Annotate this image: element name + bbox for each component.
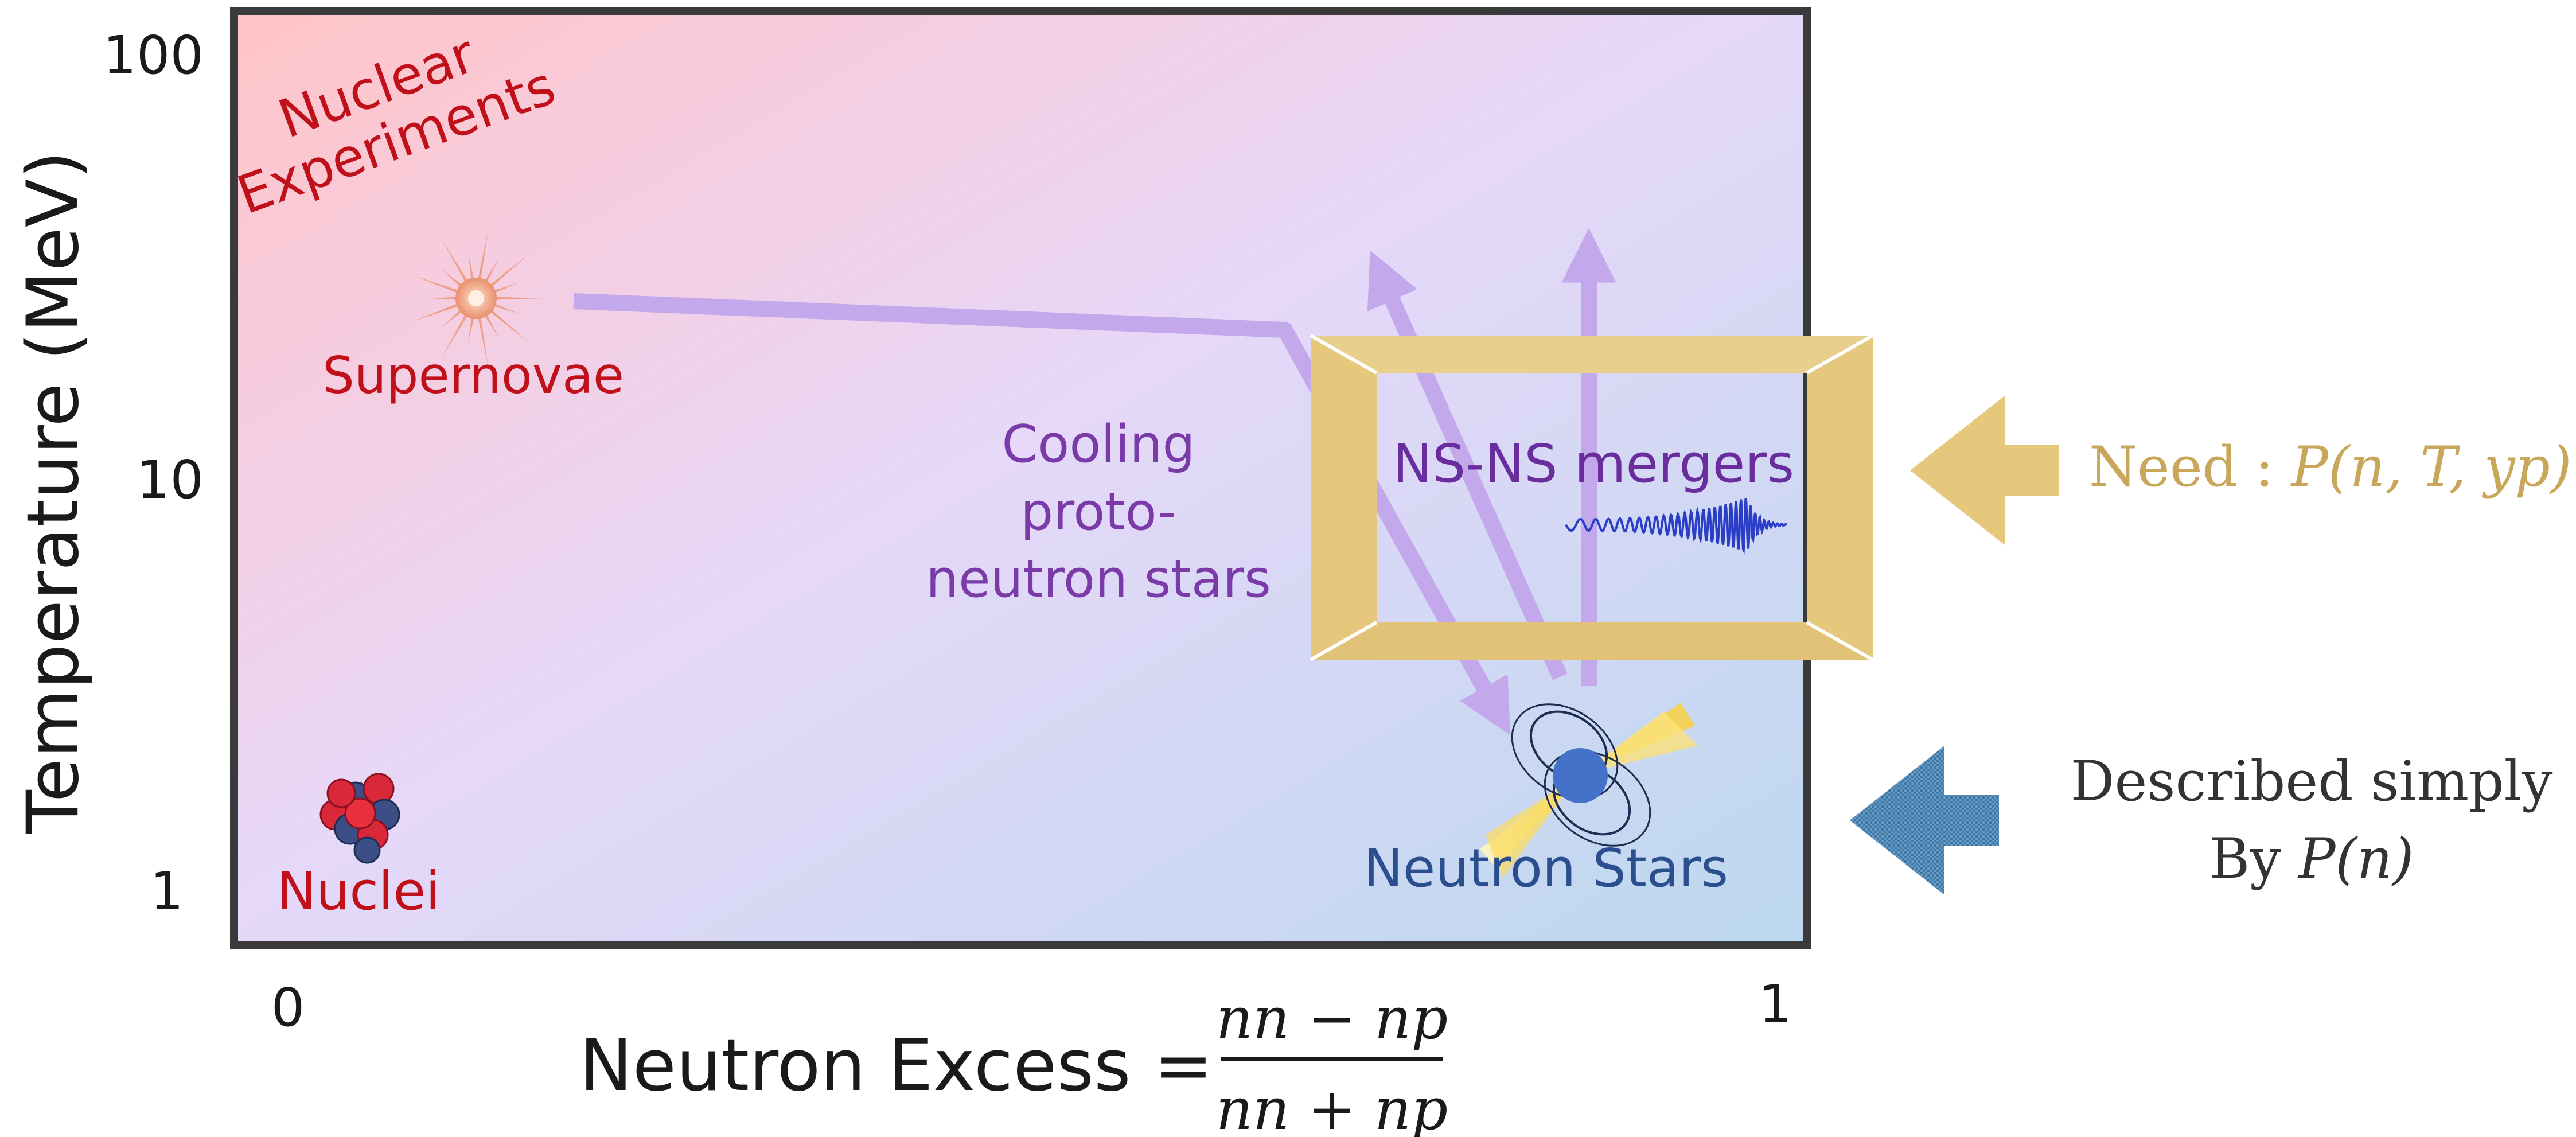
y-tick-1: 1 bbox=[150, 860, 184, 922]
described-line1: Described simply bbox=[2070, 749, 2552, 813]
need-label: Need : P(n, T, yp) bbox=[2089, 435, 2571, 499]
cooling-path-arrow bbox=[573, 293, 1511, 735]
neutron-stars-label: Neutron Stars bbox=[1363, 838, 1728, 899]
nuclei-label: Nuclei bbox=[276, 860, 440, 922]
supernova-spike bbox=[482, 258, 499, 286]
supernova-spike bbox=[411, 302, 462, 322]
supernova-spike bbox=[442, 311, 470, 358]
supernova-spike bbox=[487, 307, 529, 343]
cooling-label-line3: neutron stars bbox=[926, 549, 1271, 609]
supernova-spike bbox=[442, 239, 470, 286]
gravitational-wave-icon bbox=[1565, 497, 1788, 555]
neutron-star-icon bbox=[1480, 703, 1698, 878]
described-arrow bbox=[1850, 746, 1999, 895]
supernova-spike bbox=[477, 314, 488, 367]
nucleus-icon bbox=[319, 773, 400, 864]
supernova-icon bbox=[411, 230, 545, 367]
described-formula: P(n) bbox=[2297, 827, 2414, 891]
supernovae-label: Supernovae bbox=[322, 346, 624, 405]
x-tick-0: 0 bbox=[271, 977, 305, 1038]
supernova-spike bbox=[477, 230, 488, 283]
supernova-spike bbox=[441, 307, 465, 328]
cooling-label-line1: Cooling bbox=[1001, 414, 1195, 474]
gold-highlight-frame bbox=[1310, 334, 1874, 661]
x-axis-label: Neutron Excess = bbox=[579, 1025, 1213, 1107]
supernova-spike bbox=[492, 297, 545, 300]
need-formula: P(n, T, yp) bbox=[2290, 435, 2571, 499]
supernova-spike bbox=[468, 253, 475, 283]
x-tick-1: 1 bbox=[1759, 974, 1792, 1035]
supernova-spike bbox=[482, 311, 499, 338]
cooling-label-line2: proto- bbox=[1020, 482, 1176, 542]
described-line2: By P(n) bbox=[2209, 827, 2414, 891]
supernova-spike bbox=[430, 297, 461, 300]
supernova-spike bbox=[441, 268, 465, 290]
supernova-spike bbox=[490, 282, 520, 294]
supernova-spike bbox=[490, 302, 520, 314]
y-tick-100: 100 bbox=[103, 25, 204, 86]
described-line2-prefix: By bbox=[2209, 827, 2298, 891]
x-formula-denominator: nn + np bbox=[1216, 1076, 1448, 1137]
y-tick-10: 10 bbox=[137, 449, 204, 511]
supernova-spike bbox=[487, 254, 529, 290]
x-formula-numerator: nn − np bbox=[1216, 985, 1448, 1052]
supernova-spike bbox=[411, 274, 462, 294]
need-prefix: Need : bbox=[2089, 435, 2291, 499]
supernova-spike bbox=[468, 314, 475, 344]
mergers-label: NS-NS mergers bbox=[1393, 433, 1794, 494]
need-arrow bbox=[1910, 396, 2059, 545]
y-axis-label: Temperature (MeV) bbox=[12, 151, 95, 834]
